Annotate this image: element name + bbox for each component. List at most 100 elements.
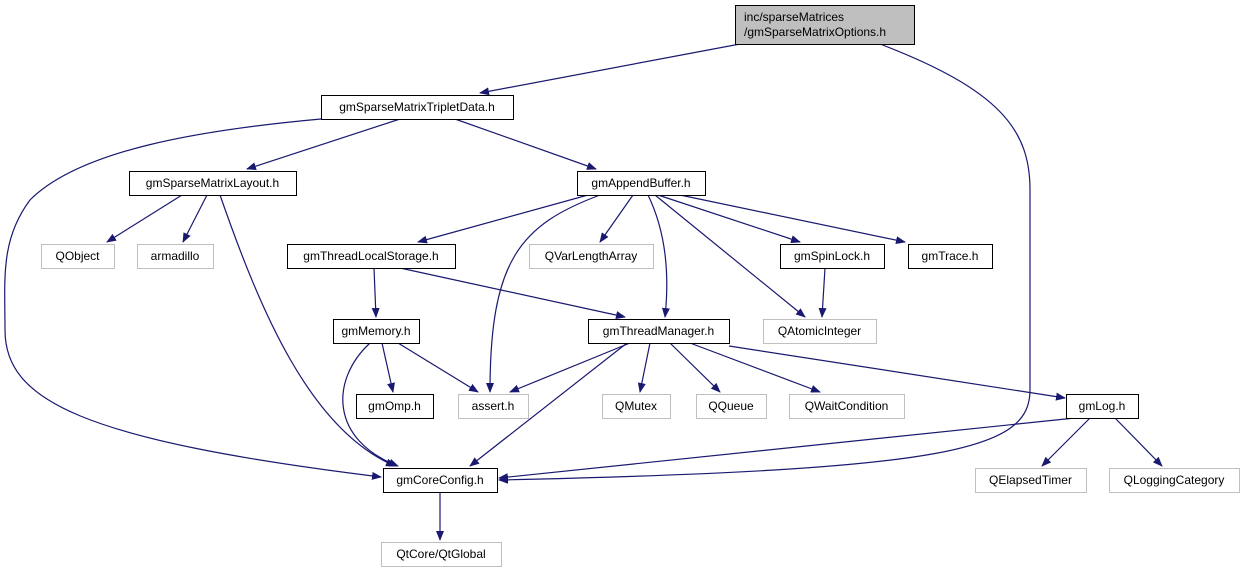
edge-append-to-spinlock xyxy=(657,194,801,243)
node-qwait: QWaitCondition xyxy=(789,394,905,419)
node-threadmgr[interactable]: gmThreadManager.h xyxy=(588,319,730,344)
node-box xyxy=(602,394,671,419)
edge-threadmgr-to-coreconfig xyxy=(469,342,628,467)
node-label: gmMemory.h xyxy=(341,324,410,338)
node-qvarlen: QVarLengthArray xyxy=(529,244,654,269)
node-label: gmAppendBuffer.h xyxy=(591,176,690,190)
edge-log-to-qelapsed xyxy=(1041,417,1091,467)
edge-append-to-assert xyxy=(486,194,601,393)
node-append[interactable]: gmAppendBuffer.h xyxy=(577,171,706,196)
node-label: gmThreadManager.h xyxy=(603,324,714,338)
node-label: QQueue xyxy=(708,399,754,413)
node-label: QWaitCondition xyxy=(805,399,889,413)
edge-append-to-tls xyxy=(417,194,589,244)
node-assert: assert.h xyxy=(458,394,529,419)
node-label: gmThreadLocalStorage.h xyxy=(303,249,438,263)
edge-triplet-to-append xyxy=(454,118,597,170)
edge-log-to-coreconfig xyxy=(498,417,1076,482)
node-label: inc/sparseMatrices xyxy=(744,10,844,24)
node-label: gmCoreConfig.h xyxy=(396,473,483,487)
node-box xyxy=(1109,468,1240,493)
edge-root-to-coreconfig xyxy=(498,43,1031,484)
node-box xyxy=(356,394,434,419)
node-box xyxy=(458,394,529,419)
edge-memory-to-coreconfig xyxy=(342,342,399,467)
node-triplet[interactable]: gmSparseMatrixTripletData.h xyxy=(321,95,514,120)
edge-triplet-to-layout xyxy=(246,118,401,171)
node-box xyxy=(381,542,502,567)
edge-tls-to-memory xyxy=(371,267,380,318)
node-log[interactable]: gmLog.h xyxy=(1066,394,1139,419)
node-box xyxy=(763,319,877,344)
node-coreconfig[interactable]: gmCoreConfig.h xyxy=(383,468,498,493)
node-box xyxy=(975,468,1087,493)
node-label: /gmSparseMatrixOptions.h xyxy=(744,25,886,39)
node-box xyxy=(908,244,993,269)
edge-append-to-threadmgr xyxy=(647,194,670,318)
edges-layer xyxy=(4,43,1163,541)
edge-layout-to-armadillo xyxy=(182,194,208,243)
node-trace[interactable]: gmTrace.h xyxy=(908,244,993,269)
edge-threadmgr-to-qmutex xyxy=(637,342,651,393)
edge-threadmgr-to-assert xyxy=(509,342,631,393)
edge-triplet-to-coreconfig xyxy=(4,118,382,480)
node-box xyxy=(137,244,214,269)
edge-memory-to-assert xyxy=(397,342,479,393)
node-box xyxy=(41,244,115,269)
node-box xyxy=(129,171,297,196)
edge-threadmgr-to-qwait xyxy=(689,342,821,393)
node-label: gmSparseMatrixLayout.h xyxy=(146,176,279,190)
edge-threadmgr-to-log xyxy=(728,345,1066,401)
edge-log-to-qlogcat xyxy=(1114,417,1163,467)
node-box xyxy=(529,244,654,269)
edge-threadmgr-to-qqueue xyxy=(669,342,721,393)
node-qatomic: QAtomicInteger xyxy=(763,319,877,344)
node-label: assert.h xyxy=(472,399,515,413)
node-box xyxy=(588,319,730,344)
node-box xyxy=(333,319,420,344)
node-label: QtCore/QtGlobal xyxy=(396,547,485,561)
node-box xyxy=(321,95,514,120)
edge-append-to-qvarlen xyxy=(599,194,634,243)
node-box xyxy=(287,244,456,269)
node-omp[interactable]: gmOmp.h xyxy=(356,394,434,419)
edge-layout-to-coreconfig xyxy=(219,194,396,467)
node-label: QVarLengthArray xyxy=(545,249,638,263)
edge-append-to-trace xyxy=(679,194,906,245)
node-spinlock[interactable]: gmSpinLock.h xyxy=(780,244,885,269)
nodes-layer: inc/sparseMatrices/gmSparseMatrixOptions… xyxy=(41,5,1240,567)
node-qqueue: QQueue xyxy=(696,394,767,419)
edge-append-to-qatomic xyxy=(654,194,806,318)
node-qmutex: QMutex xyxy=(602,394,671,419)
node-tls[interactable]: gmThreadLocalStorage.h xyxy=(287,244,456,269)
node-box xyxy=(1066,394,1139,419)
node-label: gmTrace.h xyxy=(922,249,979,263)
edge-spinlock-to-qatomic xyxy=(818,267,827,318)
node-box xyxy=(735,5,915,45)
node-qlogcat: QLoggingCategory xyxy=(1109,468,1240,493)
node-box xyxy=(383,468,498,493)
node-label: gmSpinLock.h xyxy=(794,249,870,263)
node-label: QElapsedTimer xyxy=(989,473,1072,487)
node-label: gmLog.h xyxy=(1079,399,1126,413)
node-root[interactable]: inc/sparseMatrices/gmSparseMatrixOptions… xyxy=(735,5,915,45)
node-qtglobal: QtCore/QtGlobal xyxy=(381,542,502,567)
node-label: gmSparseMatrixTripletData.h xyxy=(339,100,495,114)
node-qobject: QObject xyxy=(41,244,115,269)
node-qelapsed: QElapsedTimer xyxy=(975,468,1087,493)
node-label: QLoggingCategory xyxy=(1124,473,1225,487)
node-label: armadillo xyxy=(151,249,200,263)
node-box xyxy=(780,244,885,269)
node-memory[interactable]: gmMemory.h xyxy=(333,319,420,344)
node-layout[interactable]: gmSparseMatrixLayout.h xyxy=(129,171,297,196)
node-label: QMutex xyxy=(615,399,657,413)
node-label: gmOmp.h xyxy=(368,399,421,413)
node-box xyxy=(577,171,706,196)
node-label: QObject xyxy=(55,249,100,263)
edge-layout-to-qobject xyxy=(106,194,183,243)
edge-tls-to-threadmgr xyxy=(399,267,626,319)
node-box xyxy=(696,394,767,419)
node-armadillo: armadillo xyxy=(137,244,214,269)
node-label: QAtomicInteger xyxy=(778,324,861,338)
